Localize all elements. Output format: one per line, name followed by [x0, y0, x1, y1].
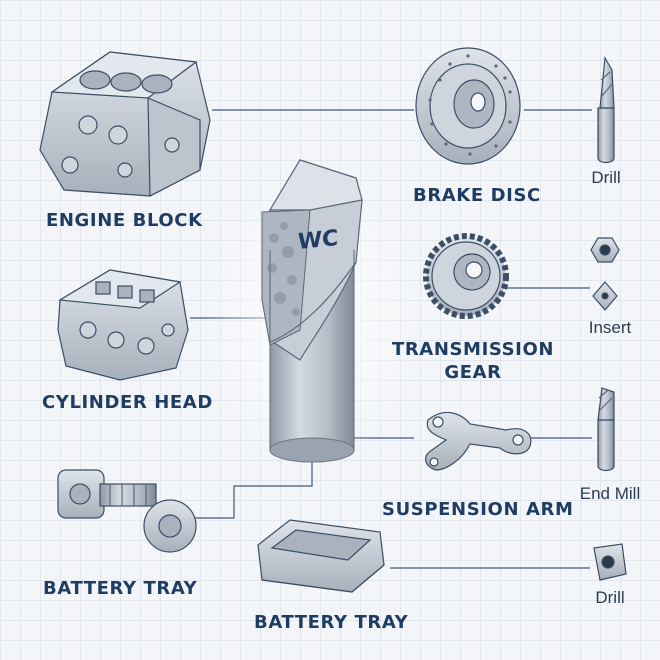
tool-label-drill-top: Drill [591, 168, 621, 187]
label-transmission-gear-line2: GEAR [444, 362, 502, 383]
tool-label-insert: Insert [588, 318, 632, 337]
connector-battery-tray-left [178, 462, 313, 519]
transmission-gear-illustration [423, 233, 509, 319]
label-suspension-arm: SUSPENSION ARM [382, 499, 574, 520]
brake-disc-illustration [415, 47, 521, 165]
end-mill-illustration [597, 387, 615, 472]
tool-label-end-mill: End Mill [579, 484, 641, 503]
drill-top-illustration [597, 56, 615, 164]
material-label-wc: WC [297, 225, 339, 256]
label-battery-tray-left: BATTERY TRAY [43, 578, 198, 599]
tool-label-drill-bottom: Drill [595, 588, 625, 607]
suspension-arm-illustration [425, 411, 532, 471]
carbide-tool-blank [202, 159, 422, 470]
insert-illustration [590, 237, 620, 311]
label-battery-tray-bottom: BATTERY TRAY [254, 612, 409, 633]
label-transmission-gear-line1: TRANSMISSION [391, 339, 555, 360]
battery-tray-bottom-illustration [257, 519, 385, 593]
label-engine-block: ENGINE BLOCK [46, 210, 203, 231]
engine-block-illustration [39, 51, 211, 197]
label-cylinder-head: CYLINDER HEAD [42, 392, 213, 413]
cylinder-head-illustration [57, 269, 189, 381]
battery-tray-left-illustration [57, 469, 197, 553]
drill-bottom-illustration [593, 543, 627, 581]
label-brake-disc: BRAKE DISC [413, 185, 541, 206]
label-transmission-gear: TRANSMISSION GEAR [392, 338, 554, 384]
